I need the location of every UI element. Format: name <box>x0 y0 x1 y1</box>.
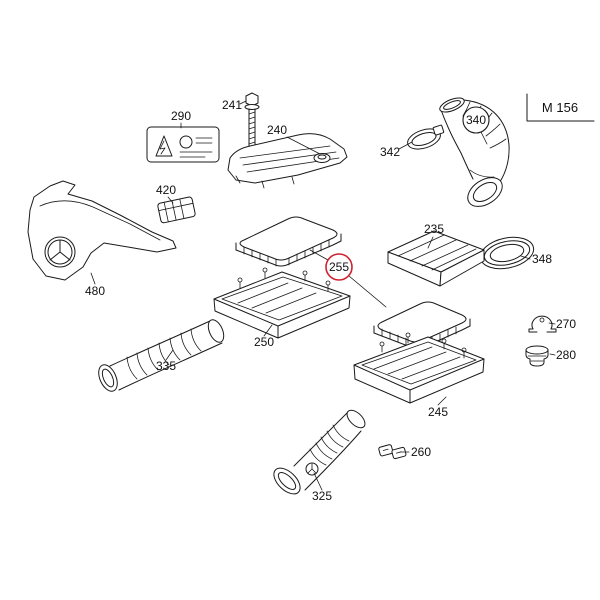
mercedes-star-badge-icon <box>305 462 319 476</box>
leader-line <box>165 349 174 361</box>
callout-348: 348 <box>532 252 552 266</box>
callout-480: 480 <box>85 284 105 298</box>
leader-lines <box>90 100 556 491</box>
leader-line <box>520 255 531 260</box>
callout-335: 335 <box>156 359 176 373</box>
filter-housing-right-part <box>353 332 485 404</box>
leader-line <box>437 396 447 406</box>
leader-line <box>286 136 321 155</box>
callout-270: 270 <box>556 317 576 331</box>
callout-260: 260 <box>411 445 431 459</box>
warning-triangle-icon <box>155 135 173 157</box>
leader-line <box>239 100 247 105</box>
callout-240: 240 <box>267 123 287 137</box>
bolt-part <box>244 92 260 151</box>
intake-duct-bottom-part <box>273 409 366 495</box>
air-filter-cover-part <box>227 133 348 189</box>
air-filter-element-top-part <box>235 216 342 267</box>
filter-housing-left-part <box>213 267 351 339</box>
callout-255: 255 <box>329 260 349 274</box>
hose-clamp-part <box>407 124 445 150</box>
leader-line <box>549 353 556 356</box>
clip-part <box>378 444 407 460</box>
callout-241: 241 <box>222 98 242 112</box>
bracket-part <box>157 196 196 224</box>
air-cleaner-housing-part <box>387 230 485 287</box>
leader-line <box>263 324 273 337</box>
engine-code-frame: M 156 <box>526 93 595 122</box>
leader-line <box>427 236 434 249</box>
intake-duct-right-part <box>439 97 510 207</box>
callout-290: 290 <box>171 109 191 123</box>
clamp-part <box>528 315 557 333</box>
leader-line <box>480 131 488 145</box>
intake-duct-left-part <box>98 319 225 392</box>
seal-ring-part <box>479 236 535 270</box>
highlight-circle-255 <box>325 253 353 281</box>
callout-250: 250 <box>254 335 274 349</box>
engine-cover-part <box>27 180 177 281</box>
leader-line <box>90 272 96 285</box>
rubber-mount-part <box>525 345 549 367</box>
label-pictogram-icon <box>179 135 193 149</box>
callout-235: 235 <box>424 222 444 236</box>
leader-line <box>313 472 323 491</box>
callout-342: 342 <box>380 145 400 159</box>
engine-code-label: M 156 <box>542 100 578 115</box>
parts-art <box>27 92 557 495</box>
callout-340: 340 <box>466 113 486 127</box>
callout-245: 245 <box>428 405 448 419</box>
leader-line <box>348 275 387 308</box>
leader-line <box>167 196 174 204</box>
warning-label-part <box>146 126 220 163</box>
callout-labels: 290 241 240 342 340 420 235 348 480 255 … <box>85 98 576 503</box>
leader-line <box>548 322 556 325</box>
leader-line <box>309 249 329 261</box>
callout-325: 325 <box>312 489 332 503</box>
leader-line <box>398 141 413 150</box>
callout-420: 420 <box>156 183 176 197</box>
callout-circle-340 <box>462 106 490 134</box>
callout-280: 280 <box>556 348 576 362</box>
